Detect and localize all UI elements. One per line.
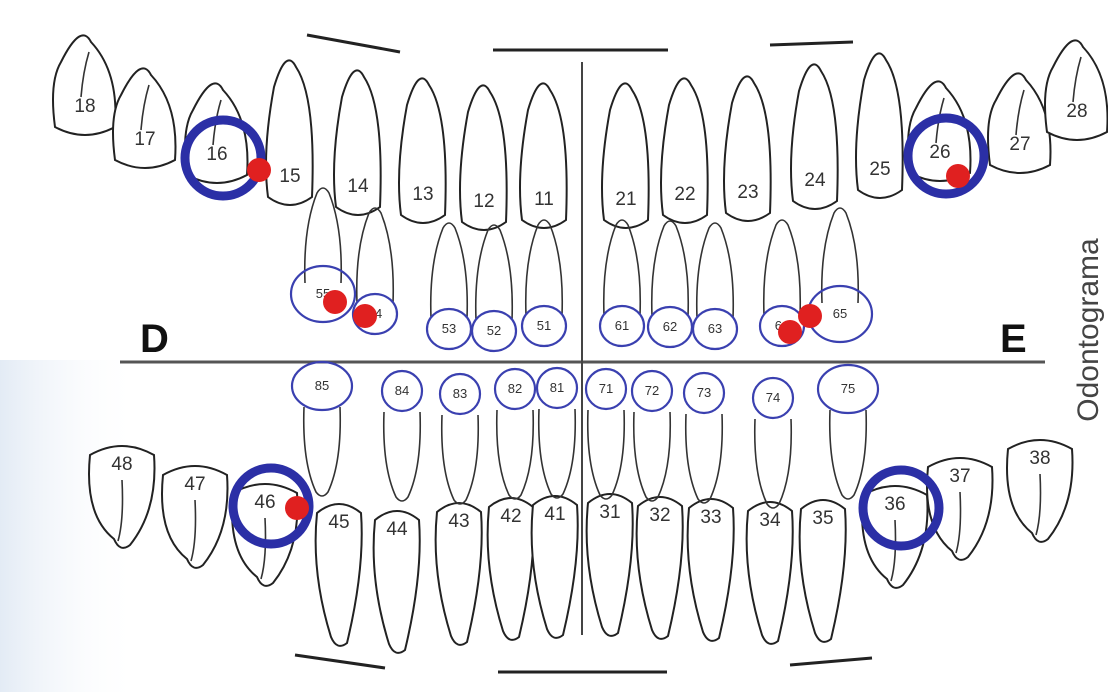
tooth-number-25: 25 <box>869 159 890 180</box>
tooth-17-outline <box>113 68 176 168</box>
tooth-62-outline <box>652 221 689 316</box>
tooth-number-85: 85 <box>315 378 329 393</box>
tooth-number-83: 83 <box>453 386 467 401</box>
tooth-74-outline <box>755 419 792 508</box>
tooth-number-28: 28 <box>1066 101 1087 122</box>
tooth-number-14: 14 <box>347 176 369 197</box>
tooth-73-outline <box>686 414 723 503</box>
tooth-51-outline <box>526 220 563 315</box>
tooth-27-outline <box>988 73 1051 173</box>
tooth-number-52: 52 <box>487 323 501 338</box>
tooth-number-42: 42 <box>500 506 521 527</box>
tooth-number-73: 73 <box>697 385 711 400</box>
red-dot-mark-65 <box>798 304 822 328</box>
tooth-number-71: 71 <box>599 381 613 396</box>
tooth-number-72: 72 <box>645 383 659 398</box>
tooth-number-11: 11 <box>534 189 554 210</box>
tooth-number-84: 84 <box>395 383 409 398</box>
tooth-82-outline <box>497 410 534 499</box>
tooth-number-47: 47 <box>184 474 205 495</box>
tooth-52-outline <box>476 225 513 320</box>
tooth-number-81: 81 <box>550 380 564 395</box>
tooth-number-18: 18 <box>74 96 95 117</box>
right-side-label: D <box>140 317 169 361</box>
tooth-75-outline <box>830 410 867 499</box>
tooth-61-outline <box>604 220 641 315</box>
tooth-number-65: 65 <box>833 306 847 321</box>
red-dot-mark-26 <box>946 164 970 188</box>
tooth-number-45: 45 <box>328 512 349 533</box>
tooth-number-26: 26 <box>929 142 950 163</box>
tooth-number-61: 61 <box>615 318 629 333</box>
tooth-number-22: 22 <box>674 184 695 205</box>
tooth-number-74: 74 <box>766 390 780 405</box>
tooth-number-62: 62 <box>663 319 677 334</box>
tooth-number-48: 48 <box>111 454 132 475</box>
tooth-number-12: 12 <box>473 191 494 212</box>
tooth-number-24: 24 <box>804 170 826 191</box>
tooth-71-outline <box>588 410 625 499</box>
tooth-number-35: 35 <box>812 508 833 529</box>
red-dot-mark-55 <box>323 290 347 314</box>
tooth-number-34: 34 <box>759 510 781 531</box>
chart-title: Odontograma <box>1072 238 1105 422</box>
tooth-number-27: 27 <box>1009 134 1030 155</box>
tooth-18-outline <box>53 35 116 135</box>
tooth-64-outline <box>764 220 801 315</box>
tooth-number-21: 21 <box>615 189 636 210</box>
tooth-number-17: 17 <box>134 129 155 150</box>
tooth-number-43: 43 <box>448 511 469 532</box>
tooth-53-outline <box>431 223 468 318</box>
tooth-72-outline <box>634 412 671 501</box>
red-dot-mark-16 <box>247 158 271 182</box>
tooth-81-outline <box>539 409 576 498</box>
red-dot-mark-54 <box>353 304 377 328</box>
red-dot-mark-46 <box>285 496 309 520</box>
tooth-number-16: 16 <box>206 144 227 165</box>
tooth-number-63: 63 <box>708 321 722 336</box>
tooth-number-44: 44 <box>386 519 408 540</box>
red-dot-mark-64 <box>778 320 802 344</box>
tooth-number-32: 32 <box>649 505 670 526</box>
tooth-number-51: 51 <box>537 318 551 333</box>
tooth-63-outline <box>697 223 734 318</box>
tooth-number-31: 31 <box>599 502 620 523</box>
tooth-28-outline <box>1045 40 1108 140</box>
left-side-label: E <box>1000 317 1027 361</box>
tooth-number-75: 75 <box>841 381 855 396</box>
tooth-number-37: 37 <box>949 466 970 487</box>
tooth-number-41: 41 <box>544 504 565 525</box>
tooth-number-33: 33 <box>700 507 721 528</box>
tooth-number-38: 38 <box>1029 448 1050 469</box>
tooth-83-outline <box>442 415 479 504</box>
tooth-number-46: 46 <box>254 492 275 513</box>
tooth-number-82: 82 <box>508 381 522 396</box>
tooth-number-53: 53 <box>442 321 456 336</box>
tooth-54-outline <box>357 208 394 303</box>
tooth-number-23: 23 <box>737 182 758 203</box>
tooth-number-13: 13 <box>412 184 433 205</box>
tooth-number-36: 36 <box>884 494 905 515</box>
tooth-number-15: 15 <box>279 166 300 187</box>
